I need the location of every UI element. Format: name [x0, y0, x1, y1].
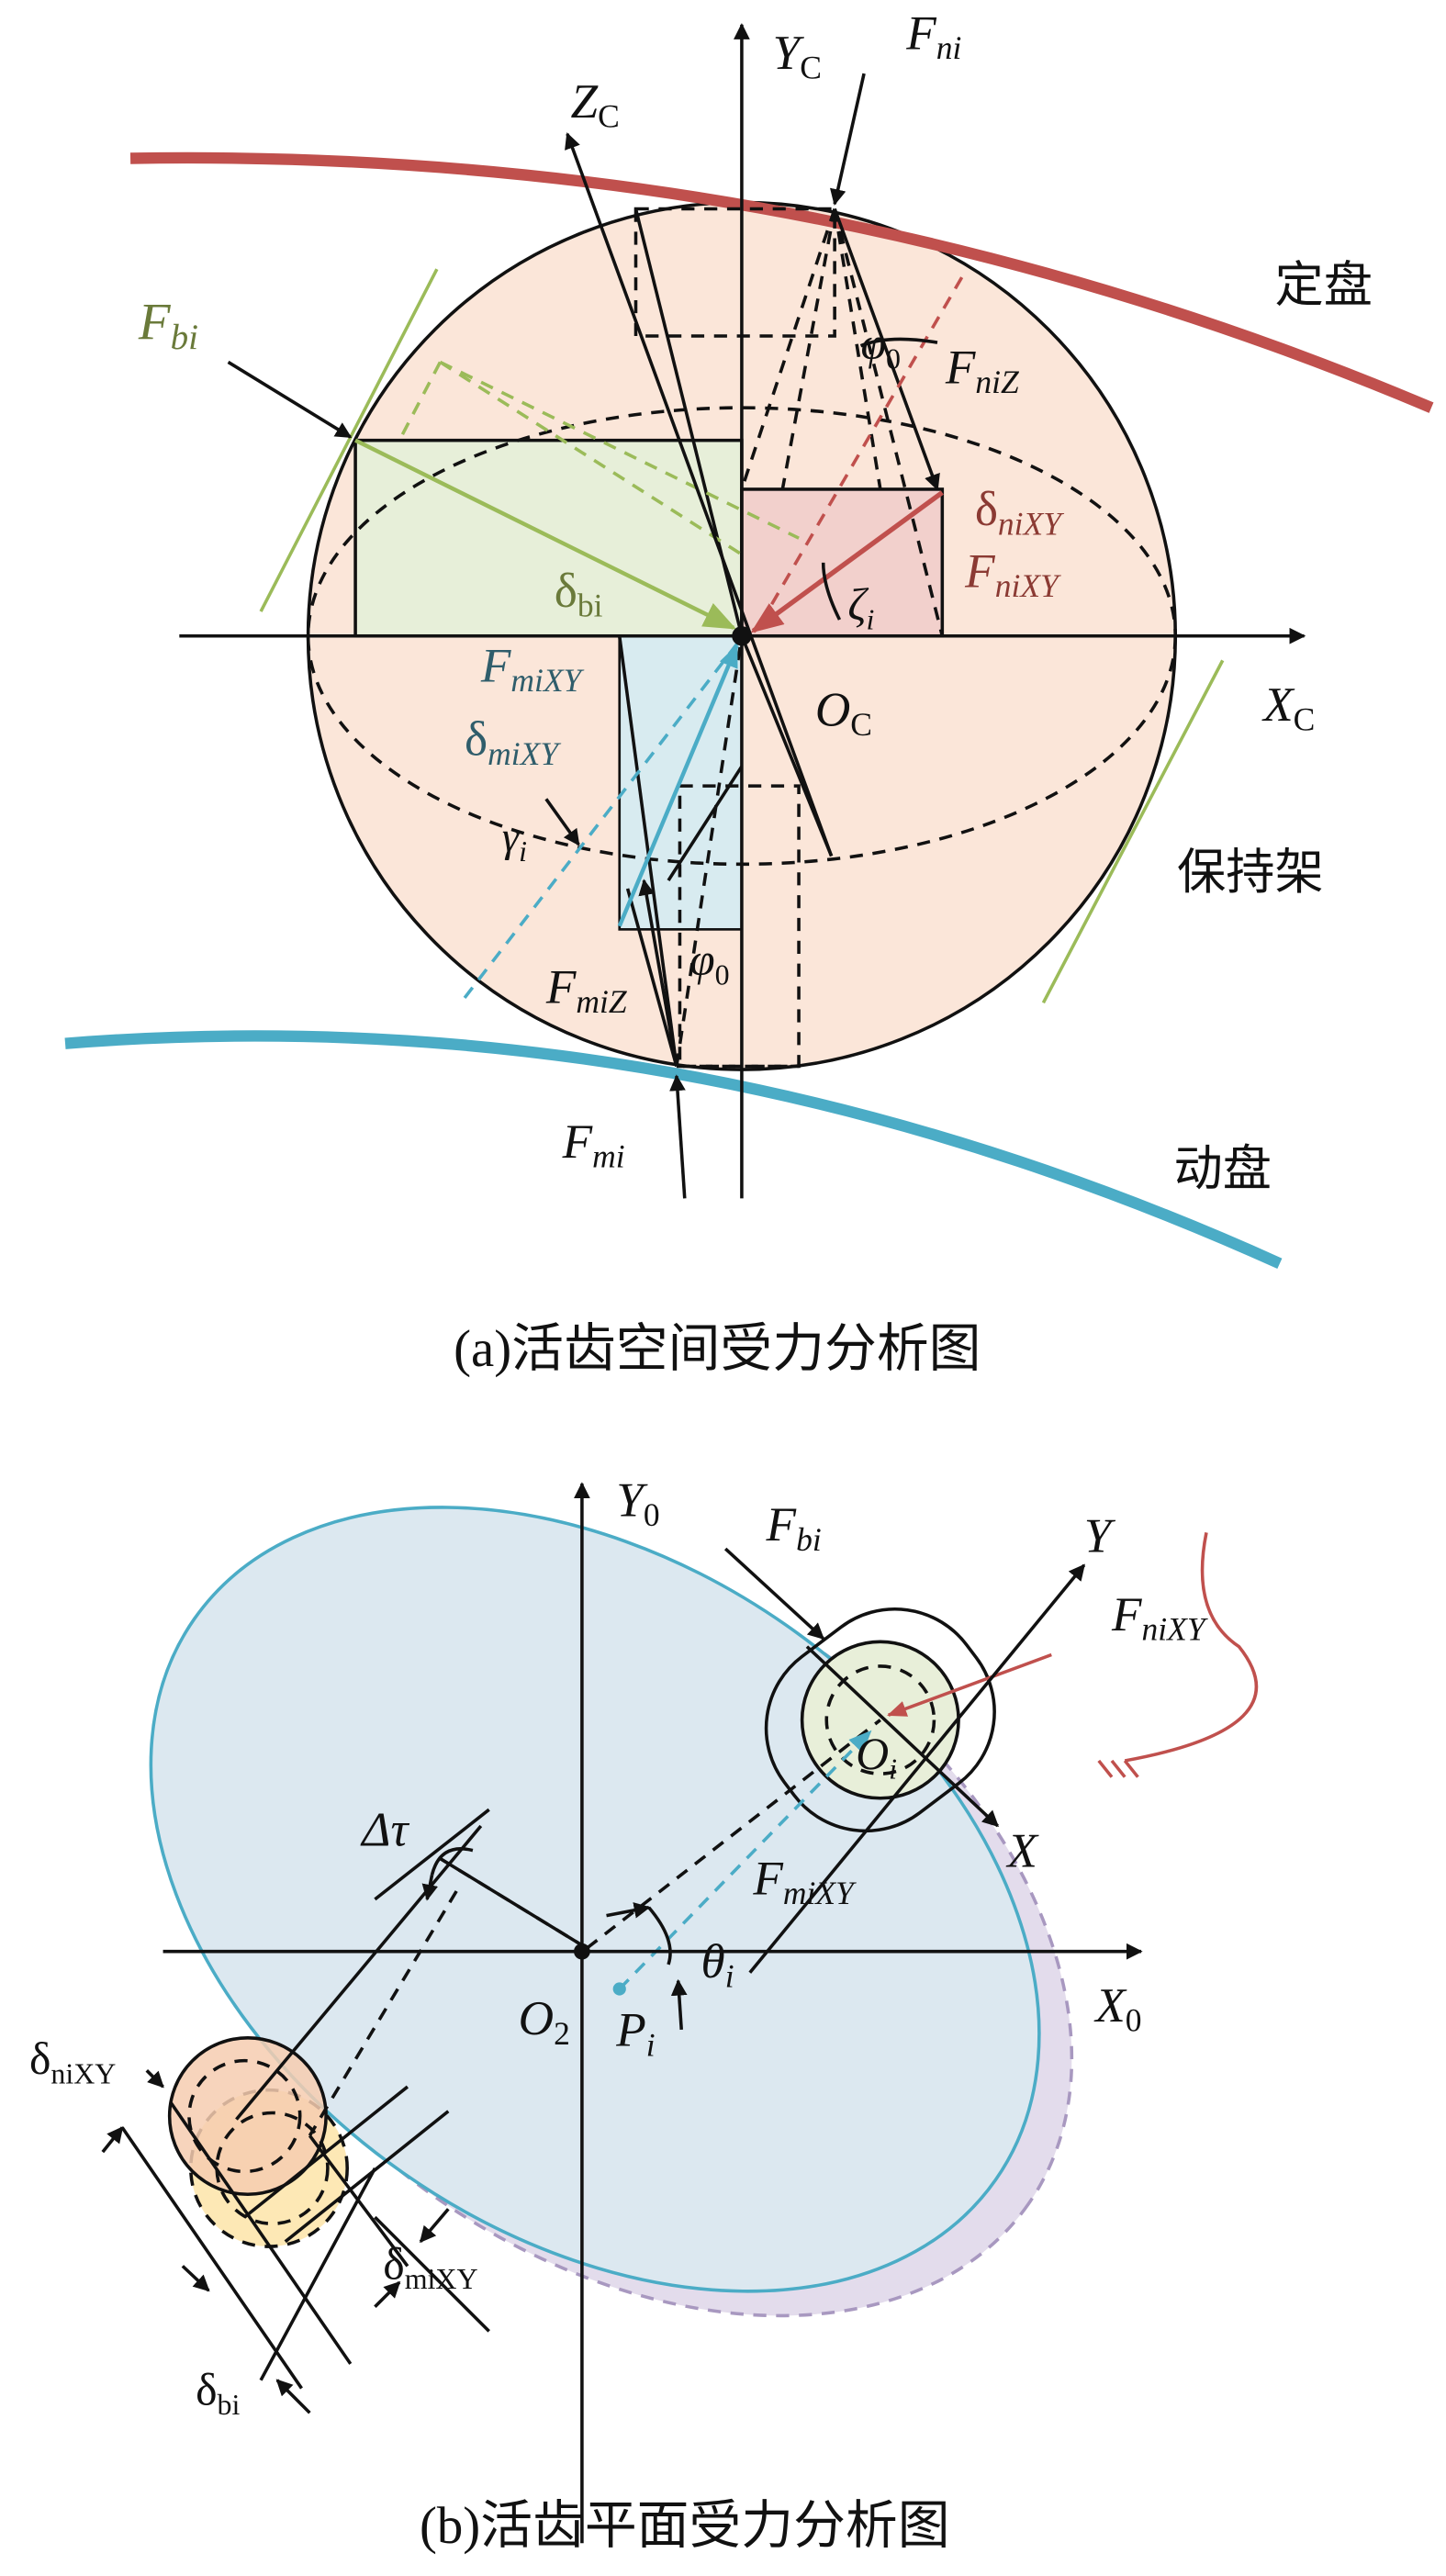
roller-inner-dashed: [824, 1664, 936, 1775]
dnixy-label: δniXY: [975, 482, 1064, 543]
labels-a: YC Fni ZC 定盘 Fbi φ0 FniZ δniXY FniXY ζi …: [138, 6, 1373, 1198]
cage-line-left: [259, 268, 439, 612]
blue-cam-profile: [149, 1506, 1041, 2293]
cage-label: 保持架: [1177, 844, 1324, 901]
caption-b: (b)活齿平面受力分析图: [420, 2497, 950, 2555]
fmiz-label: FmiZ: [545, 959, 628, 1020]
o2-label: O2: [519, 1991, 570, 2052]
labels-b: Y0 Fbi Y FniXY Oi X FmiXY Δτ θi O2 Pi X0…: [29, 1473, 1208, 2421]
zeta-label: ζi: [847, 579, 874, 636]
figure-b: Y0 Fbi Y FniXY Oi X FmiXY Δτ θi O2 Pi X0…: [29, 1473, 1259, 2555]
lower-box: [678, 784, 801, 1069]
theta-label: θi: [701, 1934, 734, 1995]
caption-a: (a)活齿空间受力分析图: [454, 1320, 981, 1378]
gamma-label: γi: [502, 813, 527, 868]
fmixy-label: FmiXY: [480, 638, 585, 699]
oc-label: OC: [815, 682, 872, 743]
x-label: X: [1005, 1823, 1039, 1877]
fixed-disk-curve: [129, 151, 1434, 413]
dnixy-label-b: δniXY: [29, 2033, 116, 2090]
origin-o2: [574, 1943, 590, 1960]
delta-tau-label: Δτ: [360, 1802, 409, 1856]
zc-label: ZC: [570, 74, 619, 135]
oi-label: Oi: [856, 1729, 897, 1786]
fmixy-label-b: FmiXY: [752, 1852, 857, 1912]
origin-oc: [732, 626, 752, 646]
fnixy-label: FniXY: [964, 543, 1061, 604]
fbi-label: Fbi: [138, 294, 198, 358]
moving-disk-curve: [64, 1030, 1283, 1270]
phi0-bottom-label: φ0: [689, 935, 729, 991]
y0-label: Y0: [616, 1473, 659, 1534]
fniz-label: FniZ: [945, 341, 1020, 401]
fmi-label: Fmi: [562, 1114, 625, 1175]
fbi-label-b: Fbi: [766, 1497, 822, 1558]
upper-box: [633, 207, 836, 338]
roller-capsule: [764, 1607, 996, 1833]
dmixy-label: δmiXY: [465, 711, 561, 772]
zc-axis: [565, 132, 834, 857]
red-projection: [740, 487, 945, 638]
y-label: Y: [1084, 1509, 1116, 1563]
yc-label: YC: [773, 26, 822, 86]
cage-line-right: [1041, 659, 1225, 1004]
dmixy-label-b: δmiXY: [383, 2239, 477, 2296]
dbi-label-b: δbi: [196, 2364, 240, 2421]
xc-label: XC: [1261, 678, 1315, 738]
x0-label: X0: [1093, 1978, 1141, 2039]
figure-a: YC Fni ZC 定盘 Fbi φ0 FniZ δniXY FniXY ζi …: [64, 6, 1434, 1378]
fni-label: Fni: [905, 6, 961, 67]
pi-label: Pi: [615, 2003, 655, 2064]
phi0-top-label: φ0: [861, 319, 901, 375]
moving-disk-label: 动盘: [1173, 1140, 1272, 1197]
fnixy-label-b: FniXY: [1111, 1587, 1208, 1648]
fixed-disk-label: 定盘: [1275, 257, 1373, 314]
dbi-label: δbi: [555, 564, 603, 624]
